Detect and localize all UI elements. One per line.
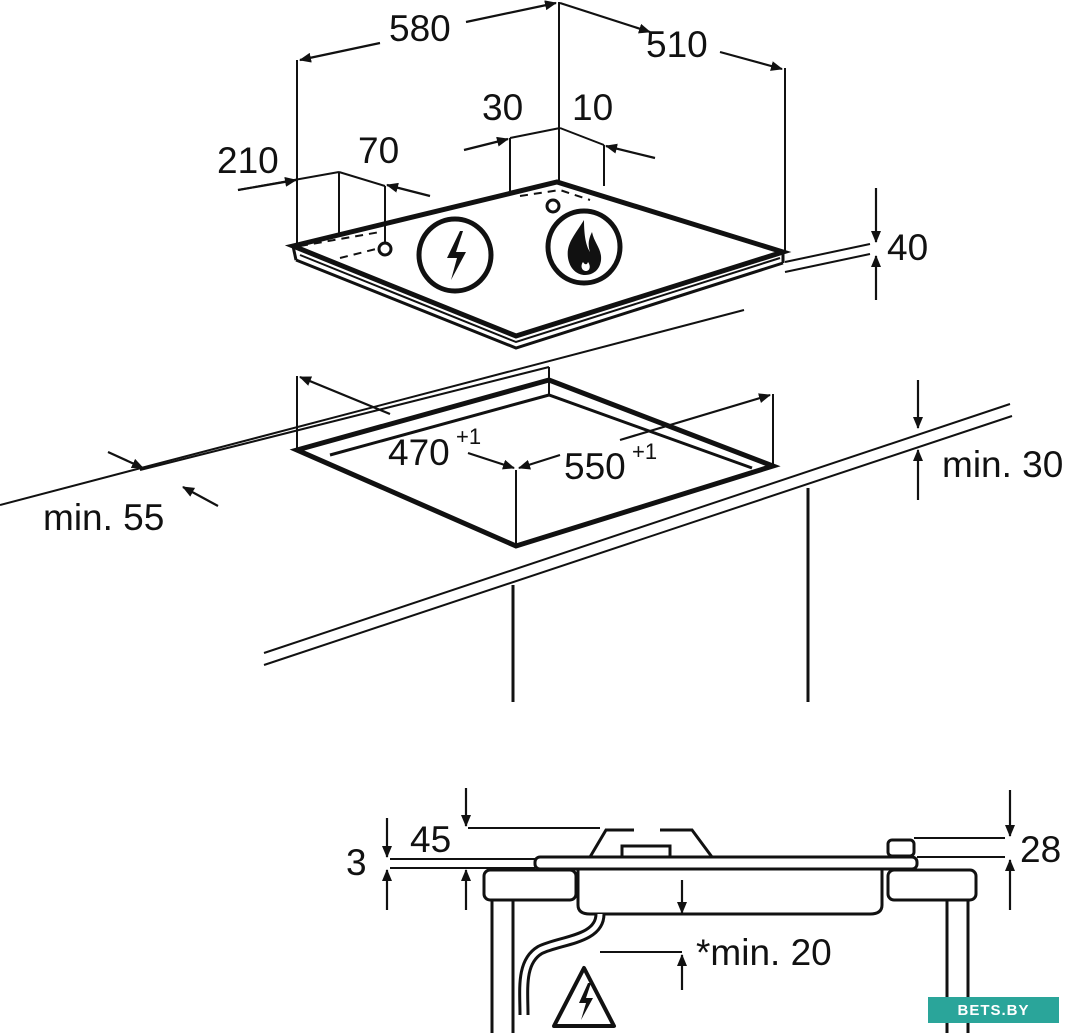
cutout-550-label: 550	[564, 446, 626, 487]
dim-510-label: 510	[646, 24, 708, 65]
watermark-logo: BETS.BY	[928, 997, 1059, 1023]
cutout-550-tolerance: +1	[632, 439, 657, 464]
flame-icon	[545, 208, 623, 286]
dim-10-label: 10	[572, 87, 613, 128]
countertop-cutout	[0, 309, 1013, 702]
min-55-label: min. 55	[43, 497, 164, 538]
dim-28-label: 28	[1020, 829, 1061, 870]
dim-580-label: 580	[389, 8, 451, 49]
electrical-warning-triangle-icon	[552, 966, 616, 1028]
dim-30-label: 30	[482, 87, 523, 128]
min-20-label: *min. 20	[696, 932, 832, 973]
section-view	[382, 788, 1015, 1033]
cutout-470-tolerance: +1	[456, 424, 481, 449]
min-30-label: min. 30	[942, 444, 1063, 485]
hob-top-view	[237, 0, 881, 350]
dim-3-label: 3	[346, 842, 367, 883]
cutout-470-label: 470	[388, 432, 450, 473]
connector-point-right	[545, 198, 561, 214]
dim-40-label: 40	[887, 227, 928, 268]
lightning-bolt-icon	[416, 216, 494, 294]
connector-point-left	[377, 241, 393, 257]
dim-70-label: 70	[358, 130, 399, 171]
dim-210-label: 210	[217, 140, 279, 181]
dim-45-label: 45	[410, 819, 451, 860]
